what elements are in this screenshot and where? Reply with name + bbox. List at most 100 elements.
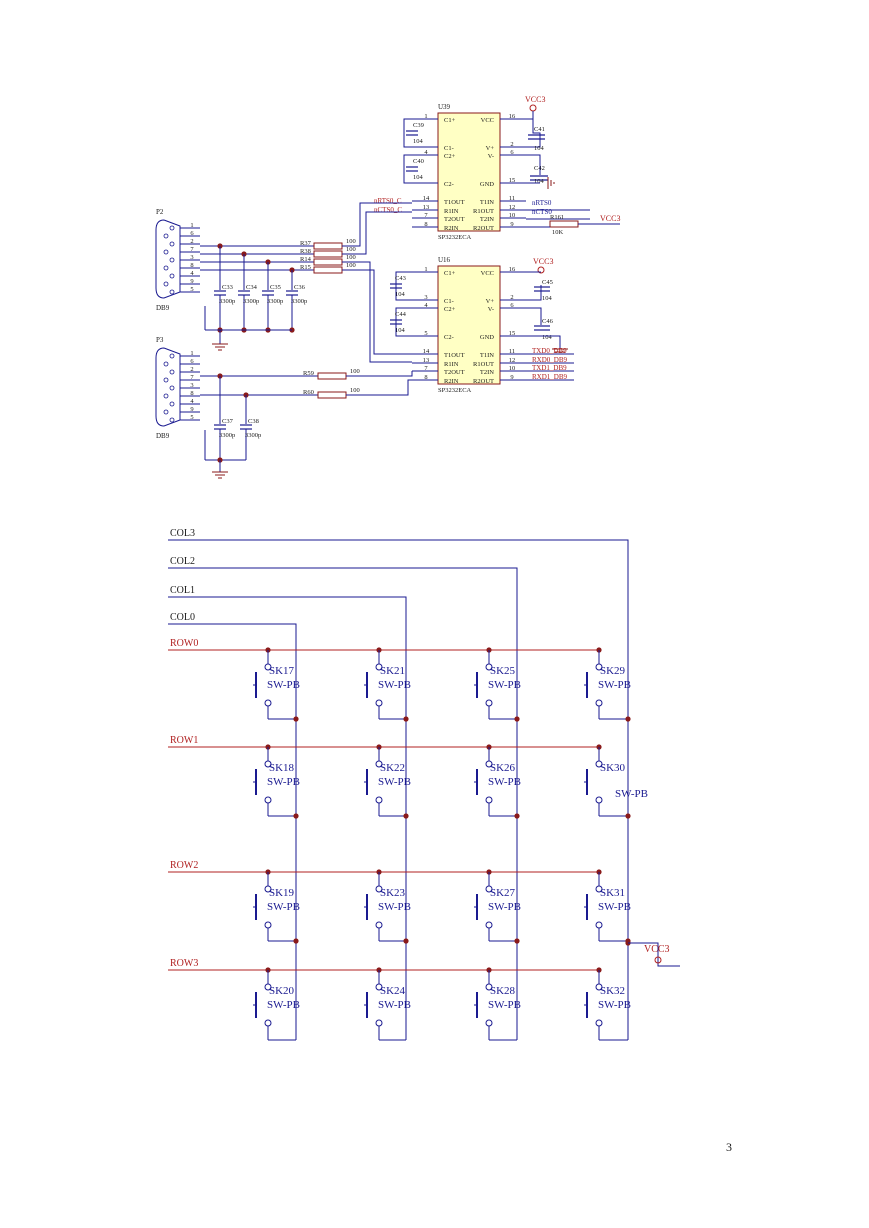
col-label-col3: COL3 xyxy=(170,528,195,539)
chip-u39-ref: U39 xyxy=(438,103,451,111)
cap-value: 104 xyxy=(413,138,424,145)
switch-sk27-type: SW-PB xyxy=(488,901,521,913)
col-junction-dot xyxy=(403,716,409,722)
connector-p3-pin xyxy=(169,417,175,423)
chip-u39-pin-name: C1+ xyxy=(444,117,456,124)
switch-sk27-ref: SK27 xyxy=(490,887,516,899)
connector-p3-pin-num: 4 xyxy=(190,398,194,405)
connector-p3-pin xyxy=(163,409,169,415)
col-junction-dot xyxy=(403,813,409,819)
chip-u39-pin-name: C1- xyxy=(444,145,454,152)
chip-u16-pin-num: 14 xyxy=(423,348,430,355)
resistor xyxy=(317,372,347,380)
switch-sk25-ref: SK25 xyxy=(490,665,516,677)
chip-u16-pin-num: 8 xyxy=(424,374,427,381)
cap-wire xyxy=(526,154,541,175)
switch-sk17-type: SW-PB xyxy=(267,679,300,691)
cap-value: 104 xyxy=(395,291,406,298)
connector-p2-pin xyxy=(169,225,175,231)
cap-value: 104 xyxy=(395,327,406,334)
col-label-col2: COL2 xyxy=(170,556,195,567)
switch-sk29-contact xyxy=(595,663,603,671)
cap-value: 104 xyxy=(542,295,553,302)
connector-p2-type: DB9 xyxy=(156,304,170,312)
u39-vcc-symbol xyxy=(529,104,537,112)
cap-ref: C34 xyxy=(246,284,258,291)
chip-u16-pin-name: V- xyxy=(488,306,494,313)
switch-sk26-contact xyxy=(485,796,493,804)
cap-ref: C33 xyxy=(222,284,233,291)
switch-sk28-contact xyxy=(485,1019,493,1027)
resistor xyxy=(313,266,343,274)
resistor-ref: R15 xyxy=(300,264,311,271)
resistor-value: 100 xyxy=(350,368,360,375)
switch-sk22-contact xyxy=(375,796,383,804)
connector-p3-pin-num: 3 xyxy=(190,382,193,389)
cap-ref: C41 xyxy=(534,126,545,133)
switch-sk19-contact xyxy=(264,921,272,929)
col-junction-dot xyxy=(514,813,520,819)
switch-sk26-contact xyxy=(485,760,493,768)
u16-vcc-symbol-label: VCC3 xyxy=(533,257,553,266)
row-label-row0: ROW0 xyxy=(170,638,198,649)
switch-sk19-contact xyxy=(264,885,272,893)
connector-p3-pin-num: 7 xyxy=(190,374,194,381)
chip-u16-pin-num: 7 xyxy=(424,365,428,372)
u16-vcc-symbol xyxy=(537,266,545,274)
connector-p3-pin-num: 1 xyxy=(190,350,193,357)
net-label: RXD0_DB9 xyxy=(532,356,568,364)
connector-p2-pin xyxy=(169,257,175,263)
chip-u39-pin-name: GND xyxy=(480,181,494,188)
switch-sk23-type: SW-PB xyxy=(378,901,411,913)
resistor xyxy=(313,250,343,258)
switch-sk31-type: SW-PB xyxy=(598,901,631,913)
wire xyxy=(346,371,413,377)
switch-sk32-type: SW-PB xyxy=(598,999,631,1011)
switch-sk30-type: SW-PB xyxy=(615,788,648,800)
switch-sk30-contact xyxy=(595,796,603,804)
chip-u16-pin-name: V+ xyxy=(486,298,495,305)
chip-u16-pin-name: R2IN xyxy=(444,378,459,385)
resistor-value: 10K xyxy=(552,229,564,236)
switch-sk26-type: SW-PB xyxy=(488,776,521,788)
switch-sk24-type: SW-PB xyxy=(378,999,411,1011)
switch-sk24-ref: SK24 xyxy=(380,985,406,997)
connector-p2-pin-num: 6 xyxy=(190,230,194,237)
pullup-resistor xyxy=(549,220,579,228)
chip-u39-pin-num: 14 xyxy=(423,195,430,202)
switch-sk31-contact xyxy=(595,921,603,929)
connector-p3 xyxy=(155,347,181,427)
cap-ref: C38 xyxy=(248,418,259,425)
connector-p2-pin xyxy=(169,241,175,247)
switch-sk17-ref: SK17 xyxy=(269,665,295,677)
switch-sk23-contact xyxy=(375,921,383,929)
connector-p2-pin xyxy=(163,249,169,255)
chip-u16-pin-name: T1OUT xyxy=(444,352,465,359)
connector-p3-type: DB9 xyxy=(156,432,170,440)
connector-p3-pin xyxy=(163,361,169,367)
chip-u39-pin-name: R1IN xyxy=(444,208,459,215)
col-junction-dot xyxy=(514,716,520,722)
connector-p3-pin xyxy=(163,393,169,399)
col-junction-dot xyxy=(293,813,299,819)
net-label: TXD1_DB9 xyxy=(532,364,567,372)
cap-ref: C40 xyxy=(413,158,424,165)
switch-sk31-ref: SK31 xyxy=(600,887,625,899)
switch-sk19-ref: SK19 xyxy=(269,887,295,899)
connector-p3-pin-num: 9 xyxy=(190,406,193,413)
switch-sk18-ref: SK18 xyxy=(269,762,295,774)
cap-value: 3300p xyxy=(219,298,235,305)
chip-u16-pin-num: 1 xyxy=(424,266,427,273)
chip-u16-pin-num: 16 xyxy=(509,266,516,273)
cap-ref: C35 xyxy=(270,284,281,291)
col-line-col1 xyxy=(168,596,407,1040)
connector-p3-pin xyxy=(169,353,175,359)
switch-sk30-ref: SK30 xyxy=(600,762,626,774)
switch-sk32-contact xyxy=(595,983,603,991)
net-label: TXD0_DB9 xyxy=(532,347,567,355)
chip-u16-ref: U16 xyxy=(438,256,451,264)
switch-sk29-type: SW-PB xyxy=(598,679,631,691)
switch-sk25-type: SW-PB xyxy=(488,679,521,691)
chip-u39-pin-name: T2OUT xyxy=(444,216,465,223)
chip-u16-part: SP3232ECA xyxy=(438,387,472,394)
